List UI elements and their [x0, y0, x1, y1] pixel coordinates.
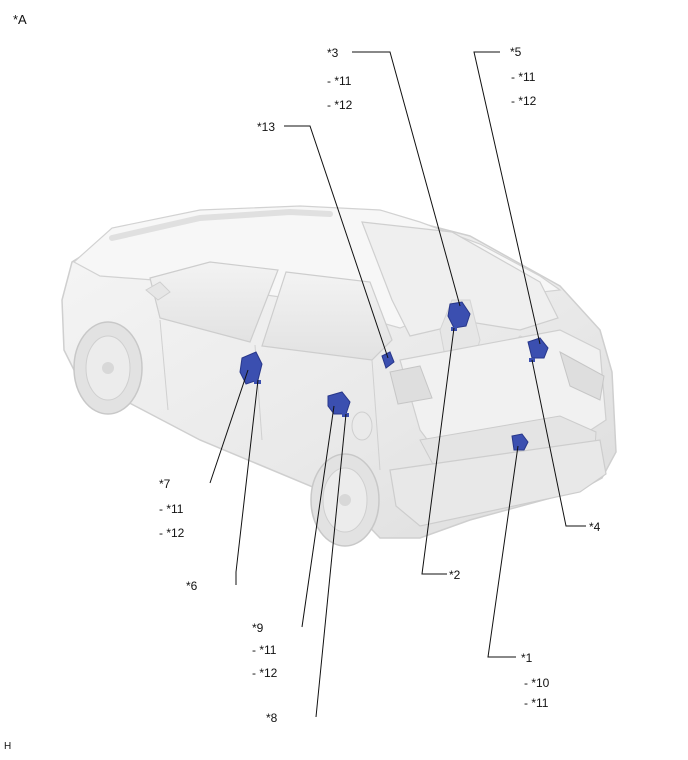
- component-5: [527, 337, 549, 359]
- leader-6: [235, 379, 259, 585]
- component-3: [447, 301, 471, 329]
- leader-2: [421, 327, 455, 575]
- component-13: [381, 351, 395, 369]
- callout-13-label: *13: [257, 120, 276, 134]
- leader-1: [487, 445, 519, 658]
- footer-code: H: [4, 741, 12, 752]
- figure-tag: *A: [13, 12, 27, 27]
- leader-13: [284, 125, 389, 359]
- component-1: [511, 433, 529, 451]
- callout-3-sub-2: - *12: [327, 98, 353, 112]
- leader-9: [301, 405, 335, 628]
- leader-5: [473, 51, 541, 345]
- rear-bumper: [389, 439, 607, 527]
- callout-5-label: *5: [510, 45, 522, 59]
- leader-7: [209, 369, 249, 484]
- callout-3-label: *3: [327, 46, 339, 60]
- callout-9-label: *9: [252, 621, 264, 635]
- callout-1-label: *1: [521, 651, 533, 665]
- callout-5-sub-2: - *12: [511, 94, 537, 108]
- callout-5-sub-1: - *11: [511, 70, 536, 84]
- callout-4-label: *4: [589, 520, 601, 534]
- callout-9-sub-2: - *12: [252, 666, 278, 680]
- callout-6-label: *6: [186, 579, 198, 593]
- leader-lines: [209, 51, 586, 718]
- callout-9-sub-1: - *11: [252, 643, 277, 657]
- rear-side-window: [149, 261, 279, 343]
- callout-7-sub-1: - *11: [159, 502, 184, 516]
- callout-3-sub-1: - *11: [327, 74, 352, 88]
- car-silhouette: [61, 205, 617, 539]
- callout-1-sub-1: - *10: [524, 676, 550, 690]
- leader-4: [531, 359, 586, 527]
- callout-8-label: *8: [266, 711, 278, 725]
- callout-7-label: *7: [159, 477, 171, 491]
- windshield: [361, 221, 559, 337]
- callout-2-label: *2: [449, 568, 461, 582]
- leader-3: [352, 51, 461, 307]
- leader-8: [315, 413, 347, 718]
- callout-7-sub-2: - *12: [159, 526, 185, 540]
- wheels: [73, 321, 380, 547]
- front-side-window: [261, 271, 393, 361]
- callout-1-sub-2: - *11: [524, 696, 549, 710]
